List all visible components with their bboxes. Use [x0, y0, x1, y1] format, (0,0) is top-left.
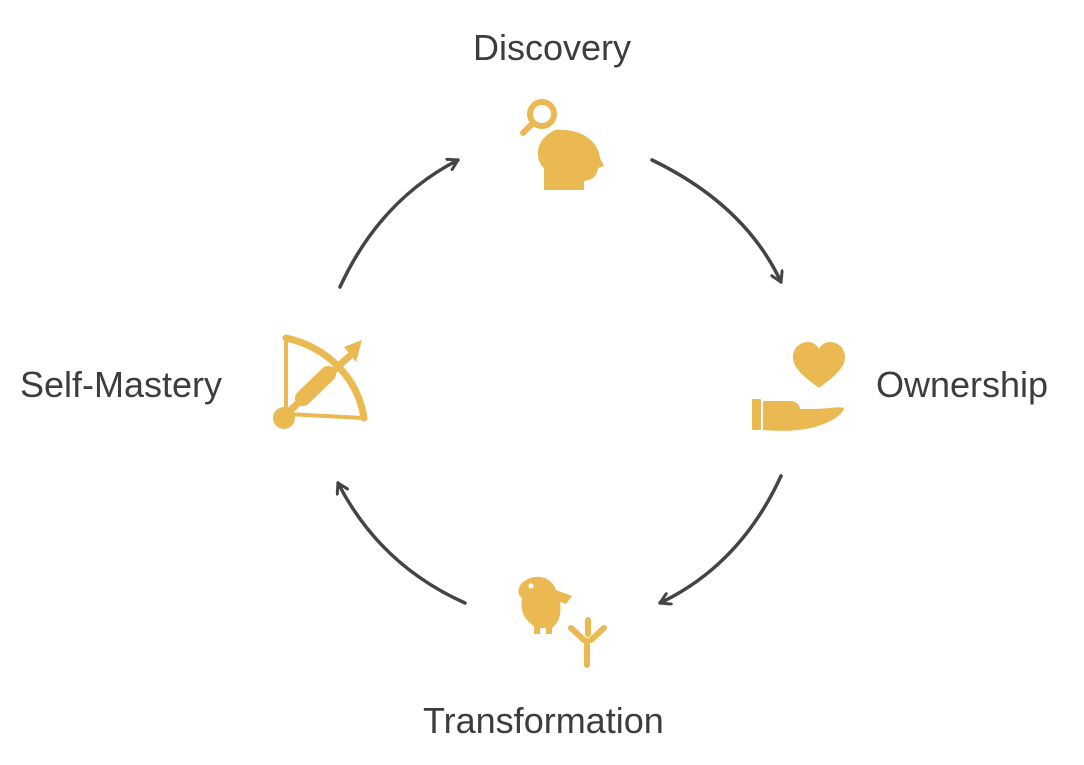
- stage-label-ownership: Ownership: [876, 364, 1049, 405]
- arrow-ownership-to-transformation: [658, 474, 783, 603]
- arrow-transformation-to-selfmastery: [338, 481, 467, 605]
- bird-footprint-icon: [518, 576, 607, 668]
- arrow-selfmastery-to-discovery: [338, 160, 460, 289]
- bow-arrow-icon: [273, 334, 368, 429]
- stage-label-transformation: Transformation: [423, 700, 664, 741]
- arrow-discovery-to-ownership: [650, 158, 781, 284]
- head-magnifier-icon: [520, 97, 604, 190]
- stage-label-self-mastery: Self-Mastery: [20, 364, 223, 405]
- stage-label-discovery: Discovery: [473, 27, 632, 68]
- hand-heart-icon: [752, 342, 845, 431]
